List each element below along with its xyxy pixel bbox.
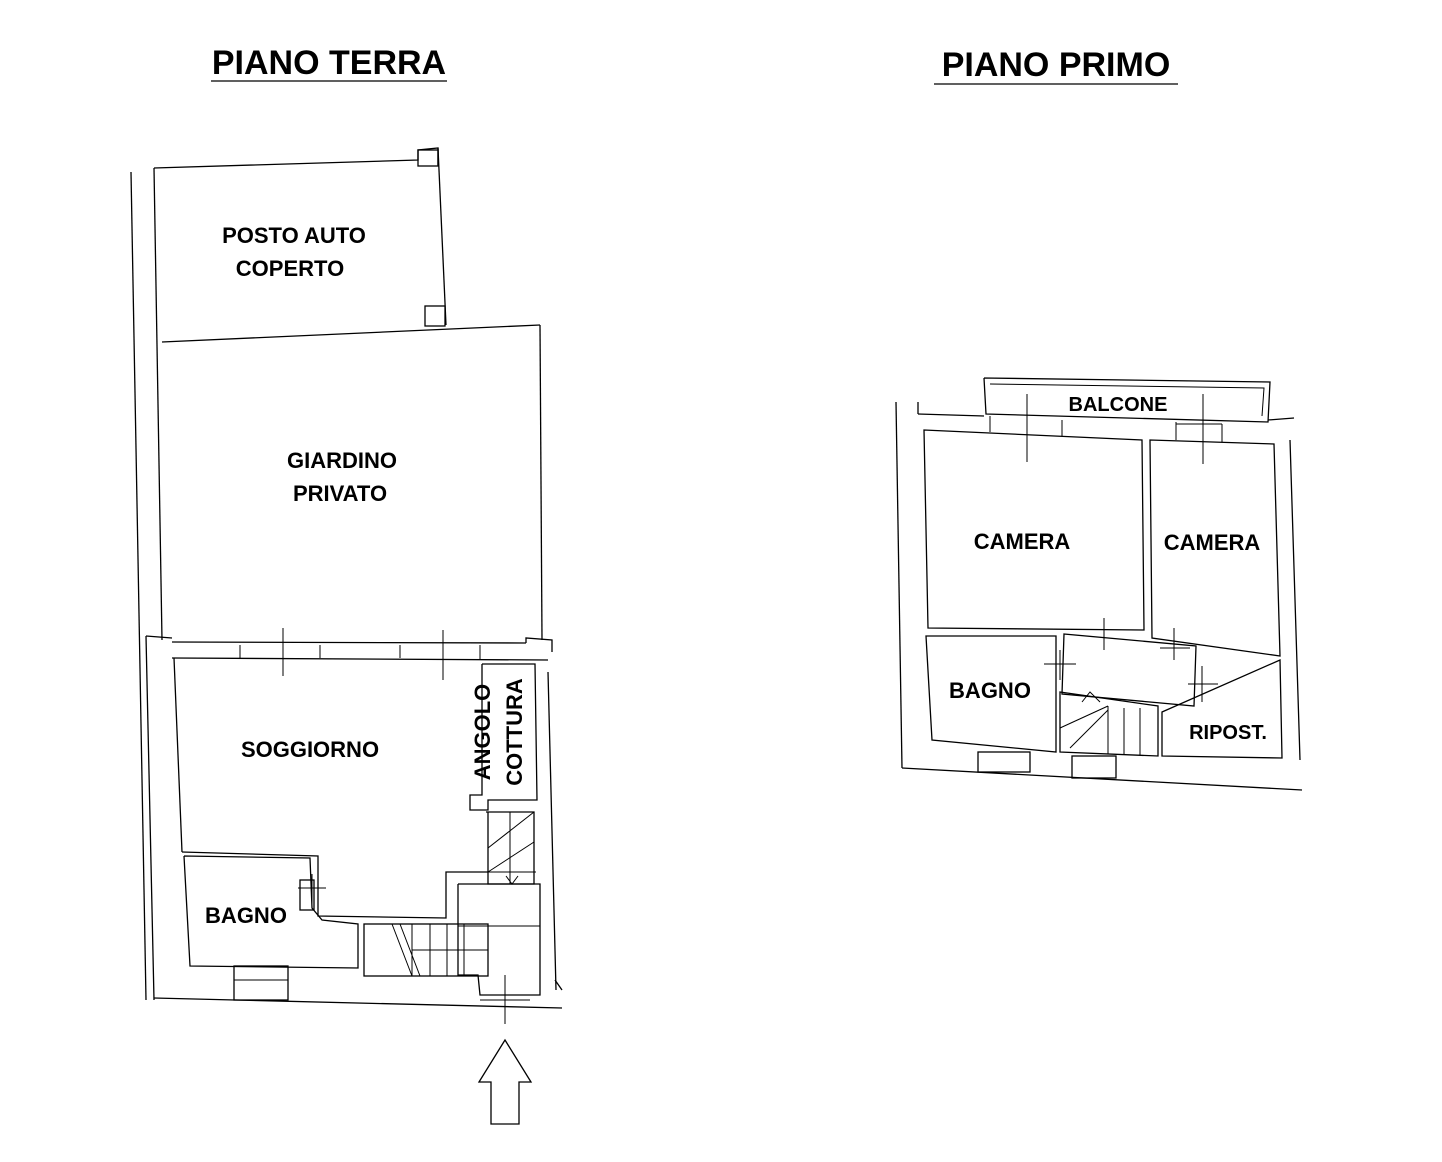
carport-right-wall (437, 147, 447, 326)
stair-arrow (505, 875, 519, 885)
stair-window (1071, 755, 1117, 779)
stair-diagonal (1069, 709, 1109, 749)
top-wall-left (917, 413, 985, 417)
ground-inner-wall-left-upper (153, 167, 163, 641)
ground-bottom-outer-wall (153, 997, 563, 1009)
bathroom-door-jamb (299, 879, 315, 911)
carport-top-wall (153, 147, 439, 169)
first-outer-wall-bottom (901, 767, 1303, 791)
room-label-bagno-first: BAGNO (949, 678, 1031, 703)
ground-outer-wall-left (130, 171, 147, 1001)
garden-bottom-left-stub (145, 635, 173, 639)
ground-floor-plan: PIANO TERRA (130, 44, 563, 1125)
room-label-posto-auto: POSTO AUTO (222, 223, 366, 248)
room-label-posto-auto-2: COPERTO (236, 256, 344, 281)
first-outer-wall-right (1289, 439, 1301, 761)
room-label-balcone: BALCONE (1069, 394, 1168, 416)
room-label-soggiorno: SOGGIORNO (241, 737, 379, 762)
first-outer-wall-left (895, 401, 903, 769)
stair-diagonal (487, 811, 535, 849)
bedroom-left-walls (923, 429, 1145, 631)
ground-floor-title: PIANO TERRA (212, 44, 446, 82)
carport-pillar-top (417, 149, 439, 167)
carport-pillar-bottom (424, 305, 446, 327)
first-bathroom-walls (925, 635, 1057, 753)
kitchen-nook-walls (469, 663, 538, 811)
ground-bathroom-walls (183, 855, 359, 969)
stair-arrow-first (1081, 691, 1101, 703)
storage-room-walls (1161, 659, 1283, 759)
stair-diagonal (487, 841, 535, 873)
balcony-outline (983, 377, 1271, 423)
first-floor-plan: PIANO PRIMO (895, 46, 1303, 791)
room-label-giardino: GIARDINO (287, 448, 397, 473)
garden-corner-detail (525, 637, 553, 652)
balcony-inner (989, 383, 1265, 417)
room-label-camera-left: CAMERA (974, 529, 1071, 554)
carport-garden-divider (161, 324, 541, 343)
garden-right-wall (539, 324, 543, 641)
room-label-bagno-ground: BAGNO (205, 903, 287, 928)
first-bathroom-window (977, 751, 1031, 773)
room-label-camera-right: CAMERA (1164, 530, 1261, 555)
garden-bottom-wall (171, 641, 527, 644)
entrance-arrow-icon (477, 1038, 533, 1125)
stair-diagonal (1059, 705, 1109, 729)
top-wall-right (1267, 417, 1295, 421)
living-top-wall (171, 657, 549, 661)
living-left-wall (173, 657, 183, 853)
room-label-cottura: COTTURA (502, 678, 527, 786)
first-staircase (1059, 691, 1159, 757)
stair-diagonal (399, 923, 421, 977)
room-label-ripostiglio: RIPOST. (1189, 722, 1267, 744)
room-label-angolo: ANGOLO (470, 684, 495, 781)
stair-diagonal (391, 923, 413, 977)
room-label-giardino-2: PRIVATO (293, 481, 387, 506)
first-floor-title: PIANO PRIMO (942, 46, 1171, 84)
ground-right-corner (554, 979, 563, 991)
bedroom-right-walls (1149, 439, 1281, 657)
bathroom-window (233, 965, 289, 1001)
ground-right-outer-wall (547, 671, 557, 991)
hallway-walls (1061, 633, 1197, 707)
entry-vestibule (457, 883, 541, 996)
ground-wall-left-lower (145, 635, 155, 1001)
